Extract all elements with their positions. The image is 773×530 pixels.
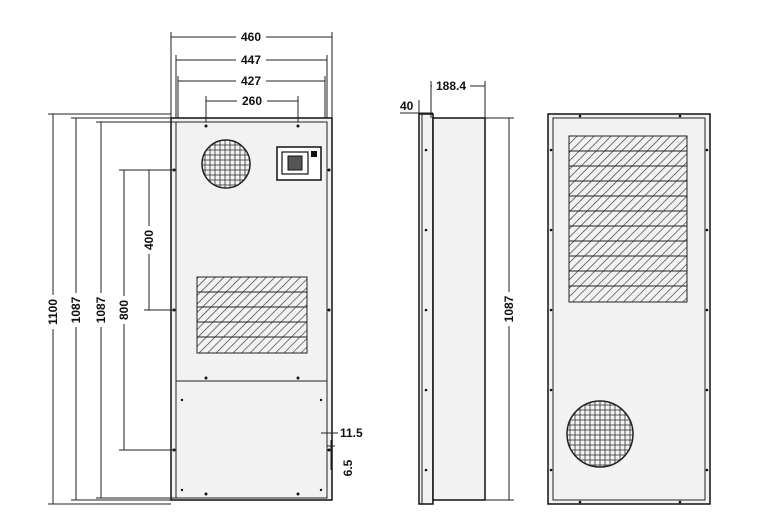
offset-dimensions (321, 432, 338, 470)
rear-inner-frame (552, 117, 706, 501)
rear-view (547, 113, 711, 505)
rear-screws (549, 114, 709, 504)
dim-height-800: 800 (117, 300, 131, 320)
dim-width-427: 427 (241, 74, 261, 88)
rear-fan-grille (566, 400, 634, 468)
dim-height-400: 400 (142, 230, 156, 250)
dim-offset-6-5: 6.5 (341, 459, 355, 476)
dim-width-260: 260 (242, 94, 262, 108)
dim-flange-40: 40 (400, 99, 414, 113)
dim-width-447: 447 (241, 53, 261, 67)
front-view: 460 447 427 260 1100 1087 1087 (44, 29, 363, 505)
dim-height-1087-a: 1087 (69, 296, 83, 323)
side-body (432, 117, 486, 501)
front-screws (172, 124, 331, 496)
rear-louvre-vent (568, 135, 688, 303)
front-inner-frame (175, 121, 328, 499)
control-switch (276, 146, 322, 181)
dim-depth-188-4: 188.4 (436, 79, 466, 93)
front-louvre-vent (196, 276, 308, 354)
fan-grille (201, 139, 251, 189)
dim-height-1087-b: 1087 (94, 296, 108, 323)
side-screws (424, 148, 428, 472)
dim-side-height-1087: 1087 (502, 295, 516, 322)
side-view: 188.4 40 1087 (400, 79, 518, 505)
dim-width-460: 460 (241, 30, 261, 44)
dim-height-1100: 1100 (46, 299, 60, 325)
dim-offset-11-5: 11.5 (340, 426, 363, 440)
